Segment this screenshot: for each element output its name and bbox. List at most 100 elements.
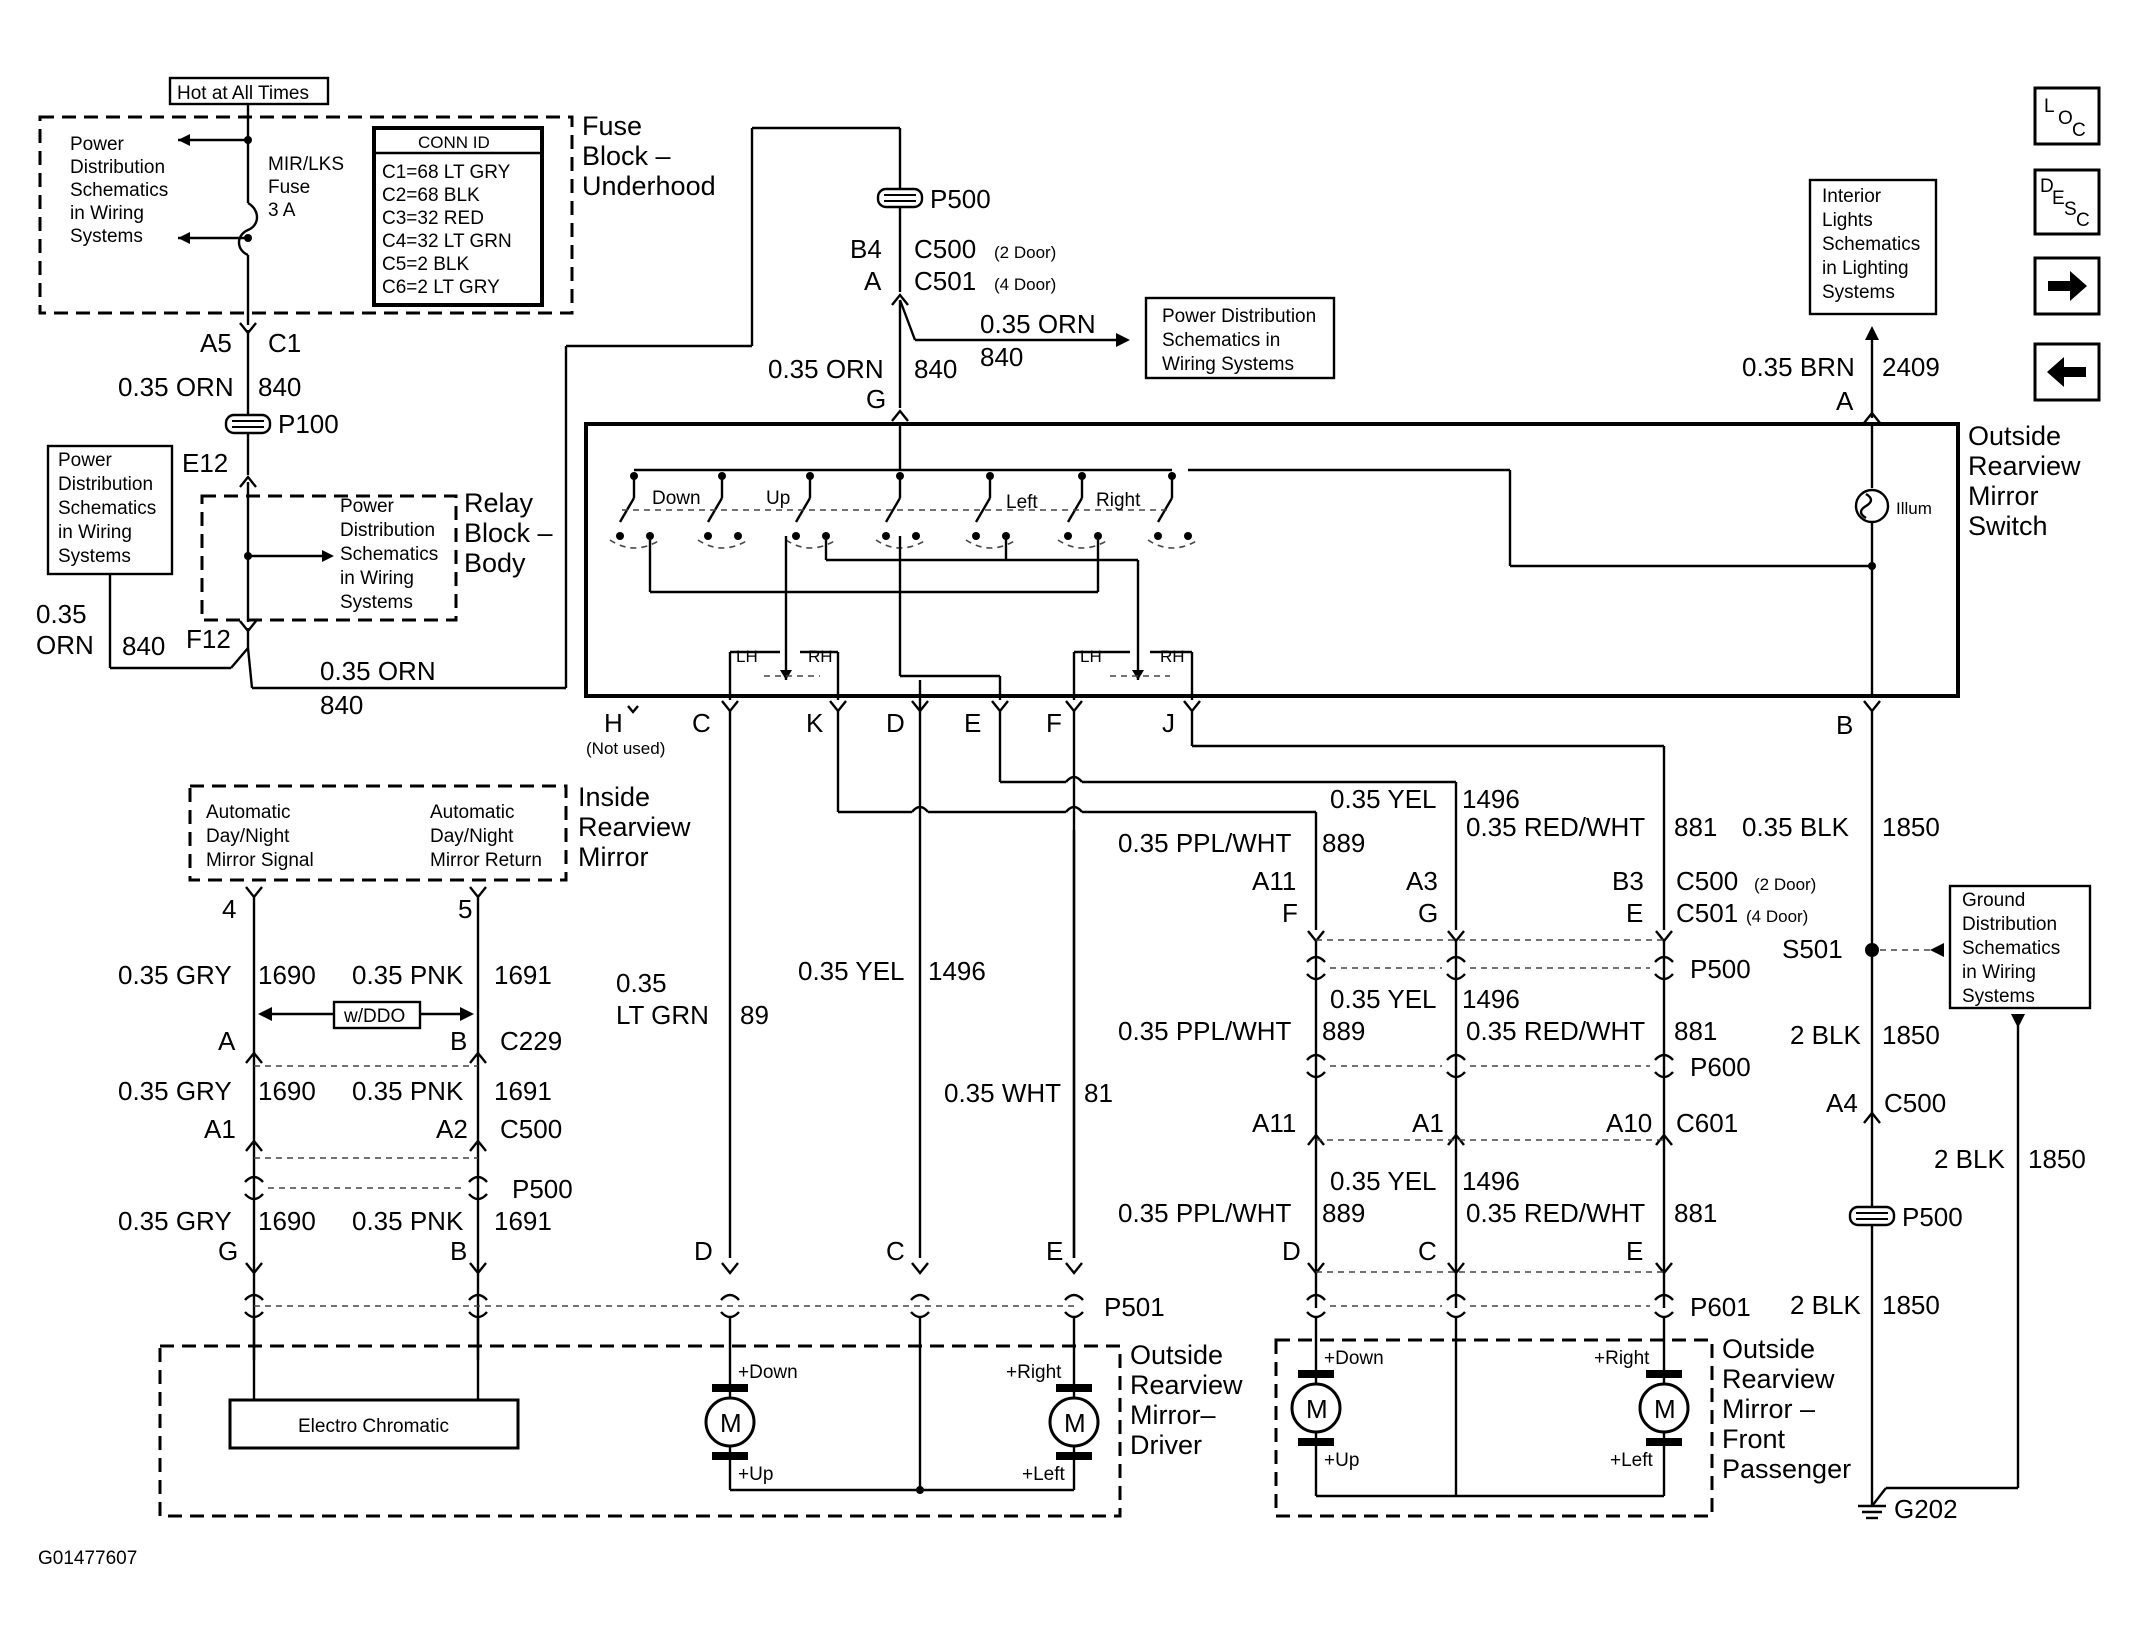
- arrow-right-icon[interactable]: [2033, 256, 2101, 316]
- svg-text:Wiring Systems: Wiring Systems: [1162, 354, 1294, 375]
- svg-text:1691: 1691: [494, 1076, 552, 1106]
- svg-text:Distribution: Distribution: [58, 474, 153, 495]
- svg-text:889: 889: [1322, 1198, 1365, 1228]
- svg-text:Down: Down: [652, 488, 701, 509]
- svg-text:C1=68 LT GRY: C1=68 LT GRY: [382, 162, 511, 183]
- driver-motors: M +Down +Up M +Right +Left: [704, 1316, 1100, 1494]
- svg-text:C: C: [2076, 210, 2090, 231]
- svg-text:+Right: +Right: [1006, 1362, 1062, 1383]
- passenger-connectors: P500 0.35 YEL 1496 0.35 PPL/WHT 889 0.35…: [1118, 929, 1751, 1322]
- svg-text:Schematics: Schematics: [340, 544, 438, 565]
- svg-text:1850: 1850: [2028, 1144, 2086, 1174]
- svg-text:Outside: Outside: [1130, 1340, 1223, 1370]
- svg-text:Mirror–: Mirror–: [1130, 1400, 1216, 1430]
- fuse-power-ref: Power Distribution Schematics in Wiring …: [70, 134, 168, 247]
- svg-text:A: A: [1836, 386, 1854, 416]
- wire-840-left: A5 C1 0.35 ORN 840 P100 E12 F12 0.35 ORN…: [36, 126, 902, 720]
- loc-icon[interactable]: L O C: [2033, 86, 2101, 146]
- svg-text:0.35 PNK: 0.35 PNK: [352, 1206, 464, 1236]
- svg-text:1496: 1496: [928, 956, 986, 986]
- top-center-feed: P500 B4 A C500 (2 Door) C501 (4 Door) 0.…: [768, 184, 1130, 423]
- svg-text:Systems: Systems: [70, 226, 143, 247]
- svg-text:0.35: 0.35: [616, 968, 667, 998]
- svg-text:0.35 BRN: 0.35 BRN: [1742, 352, 1855, 382]
- svg-text:C229: C229: [500, 1026, 562, 1056]
- driver-mirror-outline: [158, 1344, 1122, 1518]
- svg-text:81: 81: [1084, 1078, 1113, 1108]
- inside-mirror-outline: [188, 784, 568, 882]
- svg-text:B: B: [450, 1236, 467, 1266]
- diagram-id: G01477607: [38, 1548, 137, 1569]
- svg-text:RH: RH: [808, 647, 833, 666]
- ground-path: 0.35 BLK 1850 S501 2 BLK 1850 A4 C500 P5…: [1742, 710, 2086, 1524]
- svg-text:0.35 YEL: 0.35 YEL: [1330, 984, 1437, 1014]
- svg-text:Mirror –: Mirror –: [1722, 1394, 1815, 1424]
- svg-text:A1: A1: [1412, 1108, 1444, 1138]
- svg-text:A3: A3: [1406, 866, 1438, 896]
- svg-text:889: 889: [1322, 828, 1365, 858]
- inside-mirror-labels: Automatic Day/Night Mirror Signal Automa…: [206, 802, 542, 871]
- svg-text:C: C: [886, 1236, 905, 1266]
- fuse-block-title: Fuse Block – Underhood: [582, 111, 716, 201]
- svg-text:1850: 1850: [1882, 812, 1940, 842]
- svg-text:G: G: [866, 384, 886, 414]
- svg-text:0.35 YEL: 0.35 YEL: [1330, 784, 1437, 814]
- svg-text:in Wiring: in Wiring: [1962, 962, 2036, 983]
- svg-text:1690: 1690: [258, 960, 316, 990]
- svg-text:840: 840: [320, 690, 363, 720]
- svg-text:C1: C1: [268, 328, 301, 358]
- svg-text:0.35 ORN: 0.35 ORN: [980, 309, 1096, 339]
- svg-text:Day/Night: Day/Night: [430, 826, 514, 847]
- svg-text:Fuse: Fuse: [268, 177, 310, 198]
- svg-text:ORN: ORN: [36, 630, 94, 660]
- svg-text:A5: A5: [200, 328, 232, 358]
- svg-text:Rearview: Rearview: [578, 812, 691, 842]
- svg-text:2 BLK: 2 BLK: [1934, 1144, 2005, 1174]
- svg-text:Interior: Interior: [1822, 186, 1882, 207]
- svg-text:Systems: Systems: [1962, 986, 2035, 1007]
- svg-text:M: M: [1654, 1394, 1676, 1424]
- electro-chromatic-unit: Electro Chromatic: [228, 1316, 520, 1450]
- svg-text:C3=32 RED: C3=32 RED: [382, 208, 484, 229]
- svg-text:Systems: Systems: [340, 592, 413, 613]
- desc-icon[interactable]: D E S C: [2033, 168, 2101, 236]
- svg-text:Electro Chromatic: Electro Chromatic: [298, 1416, 449, 1437]
- svg-text:Block –: Block –: [582, 141, 671, 171]
- passenger-mirror-title: Outside Rearview Mirror – Front Passenge…: [1722, 1334, 1851, 1484]
- svg-text:+Down: +Down: [1324, 1348, 1384, 1369]
- svg-text:(2 Door): (2 Door): [1754, 875, 1816, 894]
- svg-text:G: G: [218, 1236, 238, 1266]
- svg-text:0.35 RED/WHT: 0.35 RED/WHT: [1466, 1016, 1645, 1046]
- svg-text:LH: LH: [1080, 647, 1102, 666]
- svg-text:0.35 PPL/WHT: 0.35 PPL/WHT: [1118, 1198, 1292, 1228]
- svg-text:P501: P501: [1104, 1292, 1165, 1322]
- passenger-motors: M +Down +Up M +Right +Left: [1290, 1316, 1690, 1498]
- svg-text:in Lighting: in Lighting: [1822, 258, 1909, 279]
- svg-text:LH: LH: [736, 647, 758, 666]
- svg-text:P600: P600: [1690, 1052, 1751, 1082]
- svg-text:A11: A11: [1252, 1108, 1296, 1138]
- svg-text:2 BLK: 2 BLK: [1790, 1290, 1861, 1320]
- svg-text:1690: 1690: [258, 1076, 316, 1106]
- svg-text:Schematics in: Schematics in: [1162, 330, 1280, 351]
- svg-text:P500: P500: [930, 184, 991, 214]
- svg-text:E12: E12: [182, 448, 228, 478]
- svg-text:0.35 ORN: 0.35 ORN: [768, 354, 884, 384]
- svg-text:0.35 GRY: 0.35 GRY: [118, 1076, 232, 1106]
- svg-text:89: 89: [740, 1000, 769, 1030]
- svg-text:881: 881: [1674, 812, 1717, 842]
- svg-text:0.35 PNK: 0.35 PNK: [352, 960, 464, 990]
- svg-text:Right: Right: [1096, 490, 1141, 511]
- svg-text:B3: B3: [1612, 866, 1644, 896]
- svg-text:4: 4: [222, 894, 236, 924]
- svg-text:(4 Door): (4 Door): [1746, 907, 1808, 926]
- svg-text:881: 881: [1674, 1198, 1717, 1228]
- arrow-left-icon[interactable]: [2033, 342, 2101, 402]
- svg-text:G202: G202: [1894, 1494, 1958, 1524]
- svg-text:(2 Door): (2 Door): [994, 243, 1056, 262]
- svg-text:MIR/LKS: MIR/LKS: [268, 154, 344, 175]
- svg-text:0.35 PPL/WHT: 0.35 PPL/WHT: [1118, 828, 1292, 858]
- svg-text:Outside: Outside: [1722, 1334, 1815, 1364]
- svg-text:(Not used): (Not used): [586, 739, 665, 758]
- svg-text:840: 840: [980, 342, 1023, 372]
